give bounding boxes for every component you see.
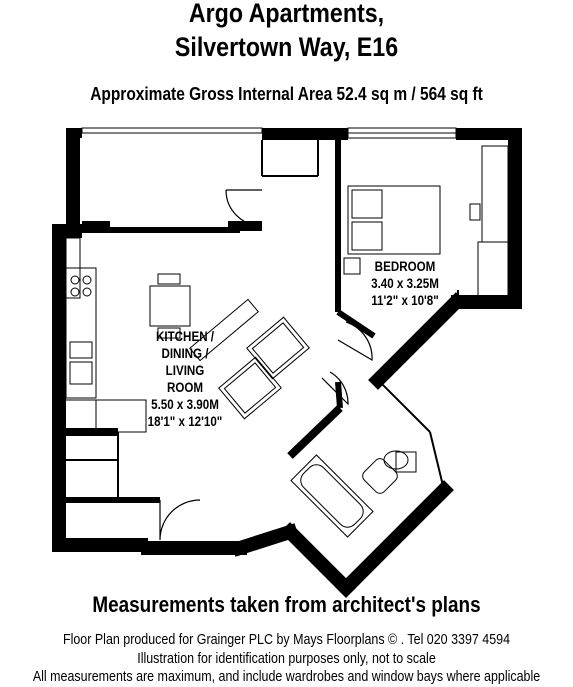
bedside-table — [343, 257, 361, 275]
room-size-imperial: 18'1" x 12'10" — [147, 414, 223, 429]
armchair — [218, 356, 282, 420]
room-name: BEDROOM — [374, 259, 436, 274]
footer-disclaimer: Illustration for identification purposes… — [137, 651, 436, 667]
room-size-imperial: 11'2" x 10'8" — [371, 293, 439, 308]
door-hall — [225, 189, 263, 227]
room-name-line: LIVING — [165, 363, 205, 378]
property-title-line-2: Silvertown Way, E16 — [174, 32, 399, 62]
room-name-line: KITCHEN / — [155, 329, 215, 344]
footer-credit: Floor Plan produced for Grainger PLC by … — [62, 632, 511, 648]
room-name-line: ROOM — [166, 380, 204, 395]
doors — [159, 189, 373, 541]
living-furniture — [189, 298, 310, 420]
window — [81, 127, 263, 134]
wall-segment — [456, 128, 522, 140]
footer-measurement-note: All measurements are maximum, and includ… — [32, 669, 541, 685]
wall-segment — [262, 128, 348, 140]
sofa — [246, 316, 310, 380]
bathroom-fittings — [290, 450, 417, 538]
tv-unit — [189, 298, 259, 362]
door-entrance — [159, 499, 201, 541]
wash-basin — [362, 458, 398, 494]
bedroom-label: BEDROOM 3.40 x 3.25M 11'2" x 10'8" — [353, 258, 456, 309]
chair — [157, 273, 181, 285]
door-bedroom — [337, 321, 373, 362]
inner-walls — [52, 140, 376, 503]
sink — [69, 341, 93, 359]
kitchen-units — [65, 267, 147, 433]
room-size-metric: 3.40 x 3.25M — [371, 276, 439, 291]
gross-internal-area: Approximate Gross Internal Area 52.4 sq … — [90, 84, 483, 104]
chair — [157, 327, 181, 339]
bed — [347, 185, 441, 255]
sink-bowl — [69, 361, 93, 385]
kitchen-dining-living-label: KITCHEN / DINING / LIVING ROOM 5.50 x 3.… — [129, 328, 241, 430]
diagonal-walls — [141, 292, 522, 598]
windows — [65, 127, 457, 299]
kitchen-counter — [65, 267, 97, 399]
measurements-note: Measurements taken from architect's plan… — [92, 592, 481, 617]
wall-segment — [52, 538, 148, 552]
dining-furniture — [149, 273, 191, 339]
bedroom-furniture — [343, 145, 509, 301]
wall-segment — [66, 128, 80, 228]
diagonal-wall-detail — [377, 290, 459, 491]
bathtub — [290, 454, 374, 538]
wardrobe — [481, 145, 509, 243]
wall-segment — [52, 224, 66, 552]
wall-segment — [508, 128, 522, 308]
wall-segment — [336, 480, 454, 598]
room-size-metric: 5.50 x 3.90M — [151, 397, 219, 412]
property-title-line-1: Argo Apartments, — [188, 0, 385, 28]
room-name-line: DINING / — [161, 346, 209, 361]
dining-table — [149, 285, 191, 327]
outer-walls — [52, 128, 522, 552]
door-bathroom — [321, 371, 349, 406]
